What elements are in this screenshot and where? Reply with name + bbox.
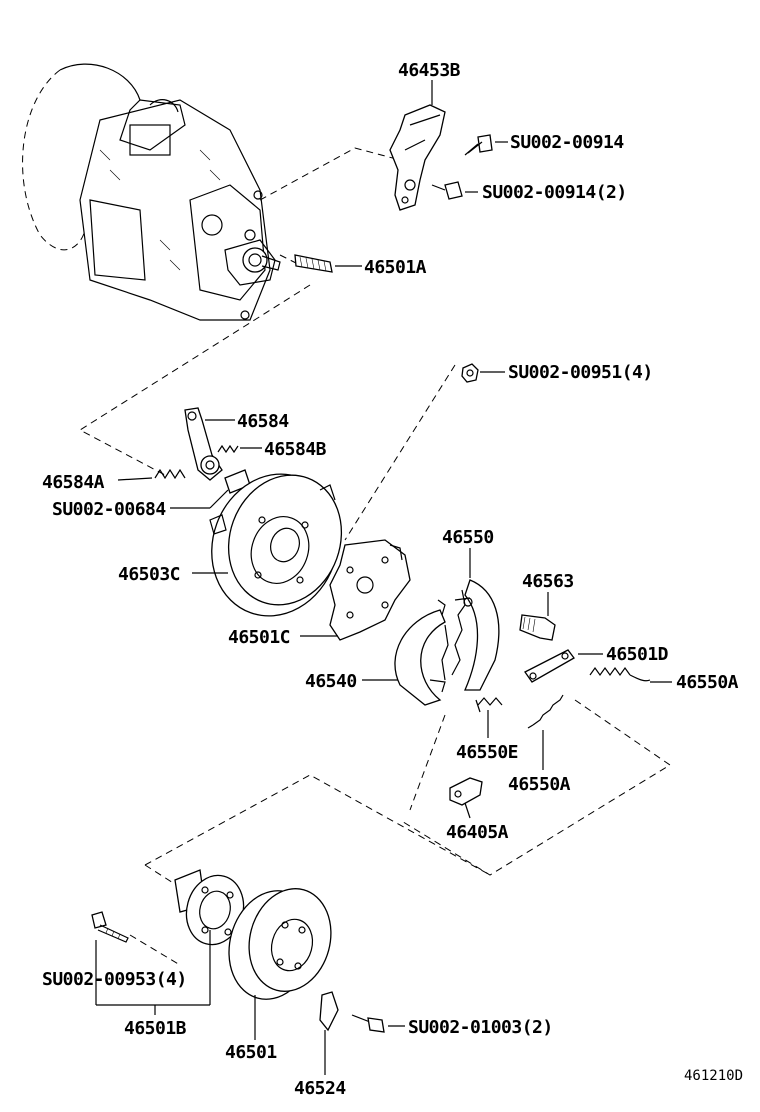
diagram-id: 461210D bbox=[684, 1068, 743, 1084]
lever-46584 bbox=[184, 407, 223, 481]
bracket-46453b bbox=[389, 104, 446, 211]
label-46550: 46550 bbox=[442, 527, 494, 548]
strut-46501d bbox=[524, 649, 575, 683]
label-46584b: 46584B bbox=[264, 439, 327, 460]
label-su002-00684: SU002-00684 bbox=[52, 499, 166, 520]
brake-drum-46501 bbox=[228, 888, 332, 1000]
transmission-housing bbox=[22, 63, 281, 321]
spring-46550e bbox=[475, 697, 503, 713]
label-46550e: 46550E bbox=[456, 742, 518, 763]
label-46501: 46501 bbox=[225, 1042, 277, 1063]
backing-plate-46501c bbox=[329, 539, 411, 641]
label-46501a: 46501A bbox=[364, 257, 427, 278]
hub-46501b bbox=[174, 869, 245, 946]
label-46524: 46524 bbox=[294, 1078, 346, 1099]
clip-46524 bbox=[319, 991, 339, 1032]
spring-46584b bbox=[217, 444, 239, 454]
label-46503c: 46503C bbox=[118, 564, 180, 585]
label-su002-00953: SU002-00953(4) bbox=[42, 969, 187, 990]
adjuster-46563 bbox=[519, 614, 556, 641]
label-su002-01003: SU002-01003(2) bbox=[408, 1017, 553, 1038]
nut-su002-00951 bbox=[461, 363, 479, 383]
bolt-su002-01003 bbox=[351, 1014, 385, 1033]
brake-shoe-46540 bbox=[394, 599, 449, 706]
part-46405a bbox=[449, 777, 483, 806]
label-su002-00914: SU002-00914 bbox=[510, 132, 624, 153]
label-46501c: 46501C bbox=[228, 627, 290, 648]
label-46501d: 46501D bbox=[606, 644, 669, 665]
spring-46550a-upper bbox=[589, 666, 651, 682]
label-su002-00914-2: SU002-00914(2) bbox=[482, 182, 627, 203]
spring-46550a-lower bbox=[527, 694, 564, 729]
stud-46501a bbox=[294, 254, 333, 273]
label-46584a: 46584A bbox=[42, 472, 105, 493]
brake-shoe-46550 bbox=[451, 579, 500, 691]
label-46550a-lower: 46550A bbox=[508, 774, 571, 795]
bolt-su002-00953 bbox=[91, 911, 129, 943]
backing-plate-46503c bbox=[209, 473, 343, 617]
spring-46584a bbox=[154, 468, 186, 480]
bolt-su002-00914 bbox=[464, 134, 493, 156]
label-46453b: 46453B bbox=[398, 60, 461, 81]
label-46563: 46563 bbox=[522, 571, 574, 592]
label-46550a-upper: 46550A bbox=[676, 672, 739, 693]
label-su002-00951: SU002-00951(4) bbox=[508, 362, 653, 383]
label-46584: 46584 bbox=[237, 411, 289, 432]
label-46405a: 46405A bbox=[446, 822, 509, 843]
label-46540: 46540 bbox=[305, 671, 357, 692]
label-46501b: 46501B bbox=[124, 1018, 187, 1039]
bolt-su002-00914-2 bbox=[431, 181, 463, 200]
